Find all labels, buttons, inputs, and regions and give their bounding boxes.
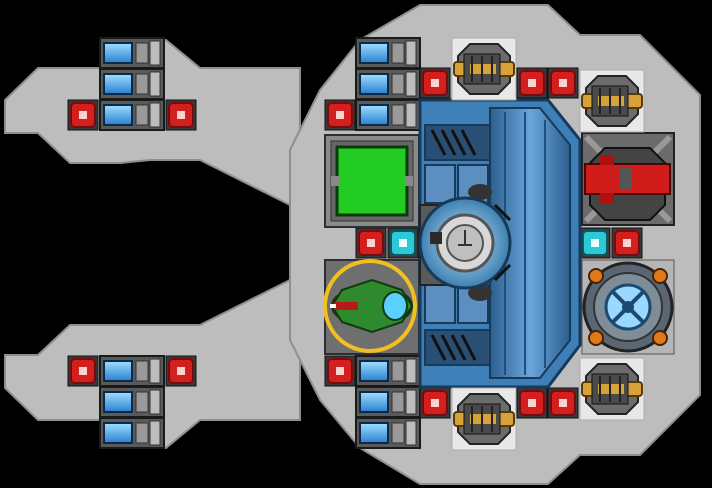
console-room[interactable]	[324, 134, 420, 228]
turret-icon[interactable]	[451, 37, 517, 101]
red-system-tile-icon[interactable]	[67, 355, 99, 387]
engine-pod-icon[interactable]	[99, 99, 165, 131]
red-system-tile-icon[interactable]	[547, 387, 579, 419]
turrets	[451, 37, 645, 451]
turret-icon[interactable]	[579, 69, 645, 133]
red-system-tile-icon[interactable]	[324, 99, 356, 131]
shield-generator[interactable]	[581, 259, 675, 355]
red-system-tile-icon[interactable]	[67, 99, 99, 131]
engine-pod-icon[interactable]	[355, 355, 421, 387]
engine-pod-icon[interactable]	[355, 99, 421, 131]
red-system-tile-icon[interactable]	[165, 355, 197, 387]
reactor-core[interactable]	[418, 98, 582, 389]
red-system-tile-icon[interactable]	[165, 99, 197, 131]
engine-pod-icon[interactable]	[99, 386, 165, 418]
green-console-icon[interactable]	[335, 145, 409, 217]
red-system-tile-icon[interactable]	[355, 227, 387, 259]
engine-pod-icon[interactable]	[99, 417, 165, 449]
engine-pod-icon[interactable]	[355, 37, 421, 69]
red-system-tile-icon[interactable]	[547, 67, 579, 99]
drone-bay-room[interactable]	[323, 259, 420, 355]
engine-pod-icon[interactable]	[355, 68, 421, 100]
engine-pods	[99, 37, 421, 449]
red-system-tile-icon[interactable]	[419, 387, 451, 419]
red-system-tile-icon[interactable]	[611, 227, 643, 259]
engine-pod-icon[interactable]	[99, 37, 165, 69]
turret-icon[interactable]	[451, 387, 517, 451]
red-system-tile-icon[interactable]	[516, 67, 548, 99]
engine-pod-icon[interactable]	[99, 68, 165, 100]
shield-generator-icon[interactable]	[604, 283, 652, 331]
red-system-tile-icon[interactable]	[419, 67, 451, 99]
red-system-tile-icon[interactable]	[324, 355, 356, 387]
reactor-core-icon[interactable]	[418, 196, 512, 290]
system-tiles	[67, 67, 643, 419]
turret-icon[interactable]	[579, 357, 645, 421]
engine-pod-icon[interactable]	[99, 355, 165, 387]
heavy-turret[interactable]	[581, 132, 675, 226]
engine-pod-icon[interactable]	[355, 386, 421, 418]
red-system-tile-icon[interactable]	[516, 387, 548, 419]
engine-pod-icon[interactable]	[355, 417, 421, 449]
heavy-turret-icon[interactable]	[584, 155, 671, 203]
cyan-system-tile-icon[interactable]	[579, 227, 611, 259]
drone-bay-icon[interactable]	[330, 278, 414, 334]
cyan-system-tile-icon[interactable]	[387, 227, 419, 259]
